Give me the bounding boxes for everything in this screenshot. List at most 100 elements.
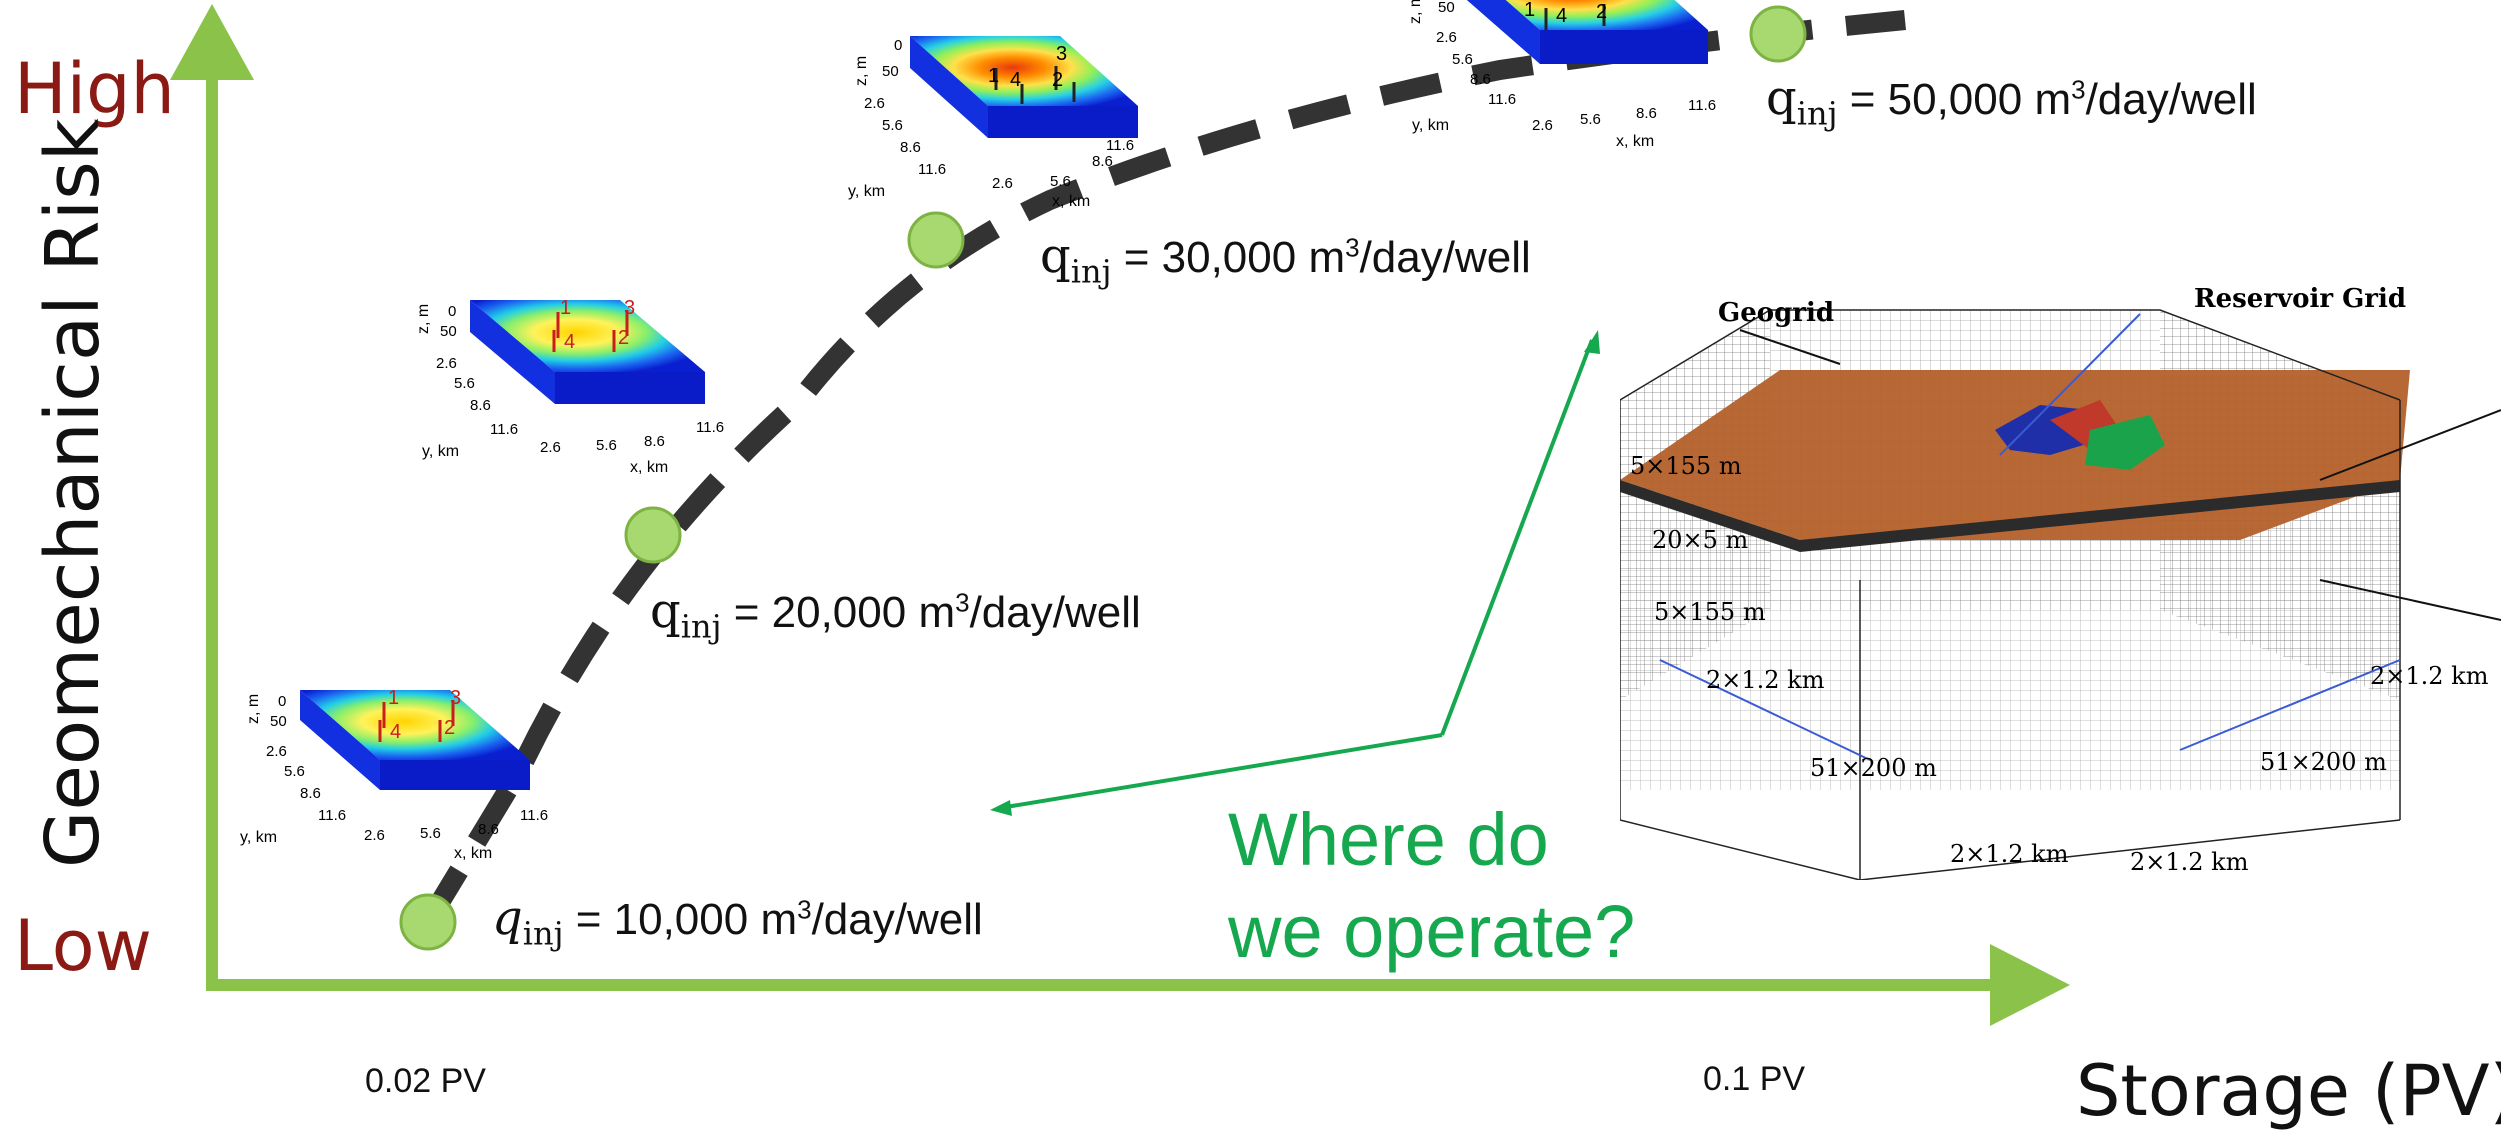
svg-text:2.6: 2.6 [540,439,561,456]
heatmap-20000: 1 4 2 3 z, m 0 50 2.6 5.6 8.6 11.6 y, km… [415,297,724,476]
svg-text:1: 1 [560,297,571,319]
svg-text:8.6: 8.6 [300,785,321,802]
svg-text:2.6: 2.6 [1532,117,1553,134]
svg-text:2.6: 2.6 [364,827,385,844]
operating-point-30000 [907,211,965,269]
question-arrow-left [999,733,1443,810]
svg-text:2.6: 2.6 [1436,29,1457,46]
x-tick-label: 0.02 PV [365,1062,486,1100]
svg-text:8.6: 8.6 [470,397,491,414]
svg-text:4: 4 [564,331,575,353]
x-tick-label: 0.1 PV [1703,1060,1806,1098]
svg-text:3: 3 [624,297,635,319]
dim-label: 2×1.2 km [1706,666,1825,694]
reservoir-grid-label: Reservoir Grid [2194,284,2407,314]
svg-text:11.6: 11.6 [1488,91,1516,108]
svg-text:0: 0 [278,693,286,710]
svg-text:z, m: z, m [415,304,432,334]
svg-text:x, km: x, km [1616,133,1654,150]
svg-text:x, km: x, km [1052,193,1090,210]
svg-text:3: 3 [1056,43,1067,65]
geogrid-model [1620,309,2501,880]
svg-text:2.6: 2.6 [992,175,1013,192]
dim-label: 51×200 m [2260,748,2387,776]
operating-point-10000 [399,893,457,951]
dim-label: 2×1.2 km [2130,848,2249,876]
heatmap-10000: 1 4 2 3 z, m 0 50 2.6 5.6 8.6 11.6 y, km… [240,687,548,862]
x-axis-arrowhead [1990,944,2070,1026]
svg-text:5.6: 5.6 [284,763,305,780]
svg-text:8.6: 8.6 [478,821,499,838]
operating-question: Where do we operate? [1228,794,1635,978]
svg-text:11.6: 11.6 [696,419,724,436]
svg-text:y, km: y, km [240,829,277,846]
question-line-2: we operate? [1228,890,1636,973]
svg-text:2.6: 2.6 [266,743,287,760]
svg-text:1: 1 [1524,0,1535,21]
svg-text:11.6: 11.6 [520,807,548,824]
svg-text:50: 50 [882,63,899,80]
svg-text:y, km: y, km [848,183,885,200]
svg-text:x, km: x, km [630,459,668,476]
svg-text:50: 50 [270,713,287,730]
dim-label: 51×200 m [1810,754,1937,782]
dim-label: 2×1.2 km [1950,840,2069,868]
geogrid-label: Geogrid [1718,298,1835,328]
heatmap-30000: 1 4 2 3 z, m 0 50 2.6 5.6 8.6 11.6 y, km… [848,36,1138,210]
svg-text:5.6: 5.6 [596,437,617,454]
svg-text:5.6: 5.6 [882,117,903,134]
svg-text:z, m: z, m [853,56,870,86]
svg-text:50: 50 [1438,0,1455,16]
svg-text:0: 0 [894,37,902,54]
dim-label: 5×155 m [1654,598,1766,626]
question-line-1: Where do [1228,798,1549,881]
svg-text:2: 2 [444,717,455,739]
svg-text:y, km: y, km [1412,117,1449,134]
svg-text:8.6: 8.6 [900,139,921,156]
rate-label-10000: qinj = 10,000 m3/day/well [492,890,983,953]
svg-text:5.6: 5.6 [1452,51,1473,68]
svg-text:1: 1 [388,687,399,709]
dim-label: 5×155 m [1630,452,1742,480]
svg-text:y, km: y, km [422,443,459,460]
svg-text:2: 2 [1596,1,1607,23]
svg-text:8.6: 8.6 [1092,153,1113,170]
svg-text:z, m: z, m [1407,0,1424,24]
question-arrow-up [1440,339,1594,736]
svg-text:50: 50 [440,323,457,340]
svg-text:5.6: 5.6 [420,825,441,842]
x-axis-title: Storage (PV) [2076,1050,2501,1132]
svg-text:8.6: 8.6 [1470,71,1491,88]
svg-text:11.6: 11.6 [318,807,346,824]
svg-text:2.6: 2.6 [436,355,457,372]
y-low-label: Low [14,905,152,987]
svg-text:2.6: 2.6 [864,95,885,112]
operating-point-50000 [1749,5,1807,63]
svg-text:x, km: x, km [454,845,492,862]
y-axis-arrowhead [170,4,254,80]
heatmap-50000: 1 4 2 z, m 50 2.6 5.6 8.6 11.6 y, km 2.6… [1407,0,1716,150]
svg-text:2: 2 [618,327,629,349]
y-axis-title: Geomechanical Risk [30,118,116,868]
svg-text:2: 2 [1052,69,1063,91]
svg-text:11.6: 11.6 [1106,137,1134,154]
svg-text:11.6: 11.6 [490,421,518,438]
svg-text:5.6: 5.6 [1050,173,1071,190]
rate-label-50000: qinj = 50,000 m3/day/well [1766,70,2257,133]
svg-text:11.6: 11.6 [918,161,946,178]
svg-text:1: 1 [988,65,999,87]
svg-text:5.6: 5.6 [1580,111,1601,128]
svg-text:8.6: 8.6 [644,433,665,450]
svg-text:5.6: 5.6 [454,375,475,392]
rate-label-30000: qinj = 30,000 m3/day/well [1040,228,1531,291]
svg-text:3: 3 [450,687,461,709]
svg-text:4: 4 [1010,69,1021,91]
svg-text:4: 4 [1556,5,1567,27]
dim-label: 20×5 m [1652,526,1749,554]
svg-text:0: 0 [448,303,456,320]
svg-text:z, m: z, m [245,694,262,724]
svg-text:8.6: 8.6 [1636,105,1657,122]
svg-text:4: 4 [390,721,401,743]
dim-label: 2×1.2 km [2370,662,2489,690]
operating-point-20000 [624,506,682,564]
